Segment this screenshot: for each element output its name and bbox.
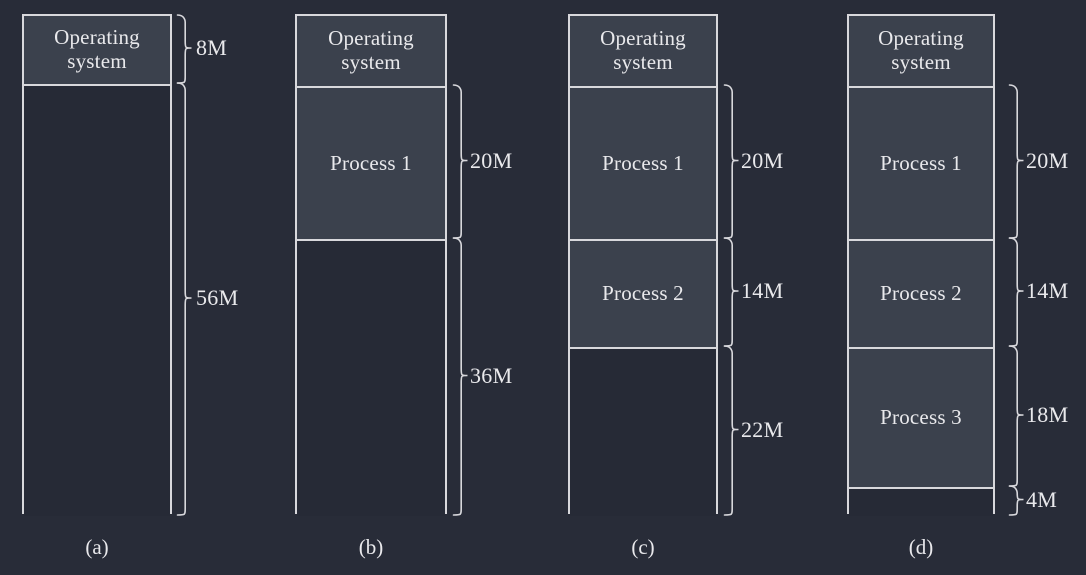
memory-block-free-memory — [570, 347, 716, 516]
memory-block-process-1: Process 1 — [570, 86, 716, 239]
dimension-brace-process-1-size — [1008, 84, 1024, 239]
memory-block-label: Operating system — [328, 26, 414, 74]
dimension-label-process-1-size: 20M — [741, 147, 784, 173]
dimension-label-free-size: 4M — [1026, 486, 1058, 512]
dimension-label-process-2-size: 14M — [741, 278, 784, 303]
dimension-label-free-size: 56M — [196, 285, 239, 310]
memory-block-label: Process 1 — [602, 150, 684, 175]
memory-block-free-memory — [849, 487, 993, 516]
memory-block-process-3: Process 3 — [849, 347, 993, 487]
dimension-brace-free-size — [452, 237, 468, 516]
dimension-brace-process-2-size — [1008, 237, 1024, 347]
dimension-label-free-size: 36M — [470, 362, 513, 388]
memory-block-process-2: Process 2 — [849, 239, 993, 347]
dimension-brace-process-1-size — [723, 84, 739, 239]
memory-block-operating-system: Operating system — [849, 16, 993, 86]
dimension-brace-os-size — [176, 14, 192, 84]
memory-block-label: Operating system — [878, 26, 964, 74]
memory-block-label: Process 3 — [880, 405, 962, 430]
dimension-label-process-1-size: 20M — [1026, 147, 1069, 173]
memory-block-operating-system: Operating system — [570, 16, 716, 86]
memory-block-operating-system: Operating system — [297, 16, 445, 86]
memory-block-label: Process 1 — [880, 150, 962, 175]
memory-block-label: Operating system — [600, 26, 686, 74]
dimension-brace-process-3-size — [1008, 345, 1024, 487]
dimension-brace-process-2-size — [723, 237, 739, 347]
dimension-brace-free-size — [176, 82, 192, 516]
memory-block-label: Process 1 — [330, 150, 412, 175]
memory-block-free-memory — [297, 239, 445, 516]
memory-block-process-1: Process 1 — [849, 86, 993, 239]
memory-block-process-2: Process 2 — [570, 239, 716, 347]
memory-block-operating-system: Operating system — [24, 16, 170, 84]
dimension-brace-free-size — [723, 345, 739, 516]
dimension-brace-process-1-size — [452, 84, 468, 239]
dimension-brace-free-size — [1008, 485, 1024, 516]
memory-block-process-1: Process 1 — [297, 86, 445, 239]
dimension-label-process-1-size: 20M — [470, 147, 513, 173]
dimension-label-free-size: 22M — [741, 416, 784, 442]
panel-caption: (c) — [631, 535, 655, 559]
memory-block-label: Process 2 — [880, 281, 962, 306]
memory-block-label: Operating system — [54, 25, 140, 73]
dimension-label-process-3-size: 18M — [1026, 402, 1069, 427]
panel-caption: (d) — [908, 535, 934, 559]
panel-caption: (b) — [358, 535, 384, 559]
memory-block-free-memory — [24, 84, 170, 516]
memory-box: Operating system — [22, 14, 172, 516]
panel-caption: (a) — [85, 535, 109, 559]
memory-block-label: Process 2 — [602, 281, 684, 306]
dimension-label-os-size: 8M — [196, 35, 228, 60]
dimension-label-process-2-size: 14M — [1026, 278, 1069, 303]
